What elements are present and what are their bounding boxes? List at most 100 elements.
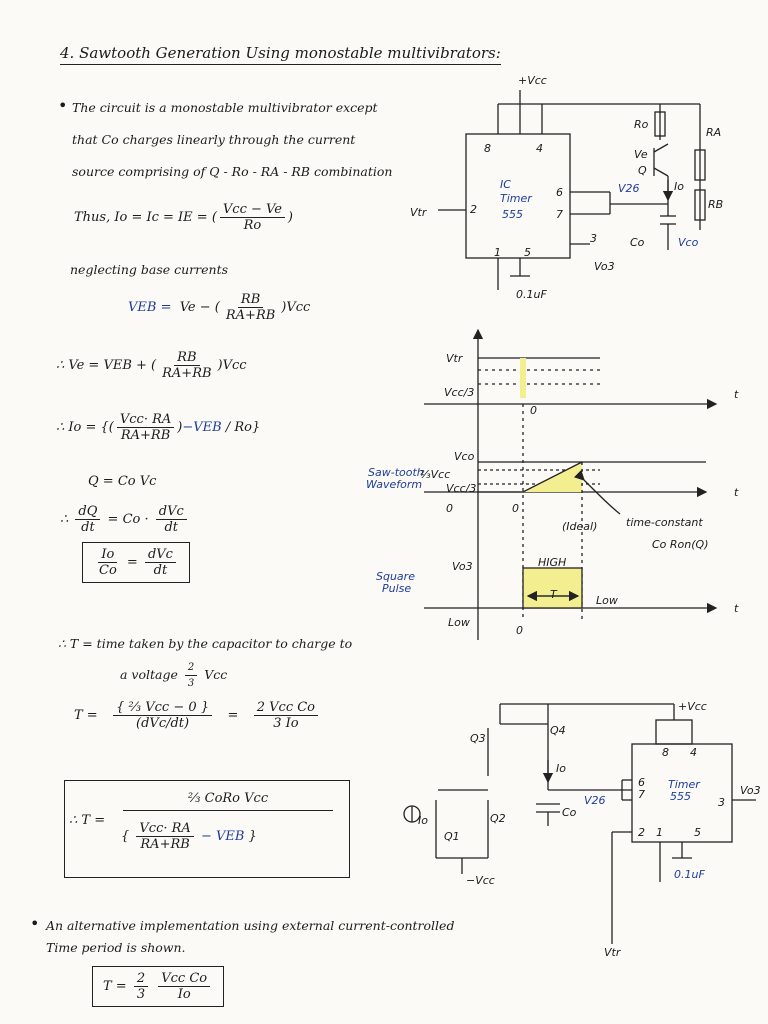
c1-pin5: 5 [524, 246, 531, 259]
resistor-ra [694, 149, 706, 181]
g1-t: t [734, 388, 739, 401]
g2-two-thirds: ⅔Vcc [420, 468, 450, 481]
c1-vtr: Vtr [410, 206, 428, 219]
intro-line-2: that Co charges linearly through the cur… [72, 132, 356, 147]
c1-pin1: 1 [494, 246, 501, 259]
square-pulse [522, 567, 583, 609]
intro-line-3: source comprising of Q - Ro - RA - RB co… [72, 164, 393, 179]
g3-T: T [550, 588, 558, 601]
intro-line-1: The circuit is a monostable multivibrato… [72, 100, 378, 115]
c1-io: Io [674, 180, 684, 193]
g1-vcc3: Vcc/3 [444, 386, 474, 399]
g2-t: t [734, 486, 739, 499]
c2-co: Co [562, 806, 577, 819]
c2-q4: Q4 [550, 724, 566, 737]
c2-pin7: 7 [638, 788, 645, 801]
c1-vco: Vco [678, 236, 699, 249]
c1-cap: 0.1uF [516, 288, 547, 301]
g1-vtr: Vtr [446, 352, 464, 365]
c2-io: Io [556, 762, 566, 775]
c1-vo3: Vo3 [594, 260, 615, 273]
g3-low2: Low [448, 616, 470, 629]
c1-co: Co [630, 236, 645, 249]
graph-sawtooth [424, 461, 708, 620]
c2-pin5: 5 [694, 826, 701, 839]
g3-t: t [734, 602, 739, 615]
g2-vco: Vco [454, 450, 475, 463]
c2-timer-2: 555 [670, 790, 691, 803]
g2-tc-2: Co Ron(Q) [652, 538, 709, 551]
g3-low: Low [596, 594, 618, 607]
c1-ro: Ro [634, 118, 649, 131]
c1-pin6: 6 [556, 186, 563, 199]
resistor-rb [694, 189, 706, 221]
neglect-note: neglecting base currents [70, 262, 229, 277]
alt-line-1: An alternative implementation using exte… [46, 918, 455, 933]
c1-v26: V26 [618, 182, 640, 195]
c2-pin6: 6 [638, 776, 645, 789]
equation-q: Q = Co Vc [88, 474, 157, 489]
g3-vo3: Vo3 [452, 560, 473, 573]
c2-q2: Q2 [490, 812, 506, 825]
c1-pin7: 7 [556, 208, 563, 221]
c2-q3: Q3 [470, 732, 486, 745]
g3-zero: 0 [516, 624, 523, 637]
c2-cap: 0.1uF [674, 868, 705, 881]
c1-rb: RB [708, 198, 723, 211]
c1-pin2: 2 [470, 203, 477, 216]
circuit-current-controlled [403, 703, 756, 944]
g3-high: HIGH [538, 556, 566, 569]
c2-pin4: 4 [690, 746, 697, 759]
g3-sq-2: Pulse [382, 582, 411, 595]
c2-vtr: Vtr [604, 946, 622, 959]
g2-saw-label-2: Waveform [366, 478, 422, 491]
g3-sq-1: Square [376, 570, 415, 583]
period-definition-1: ∴ T = time taken by the capacitor to cha… [58, 636, 353, 651]
c2-q1: Q1 [444, 830, 460, 843]
g2-saw-label-1: Saw-tooth [368, 466, 424, 479]
g2-tc-1: time-constant [626, 516, 703, 529]
circuit-monostable [438, 90, 706, 290]
c2-vcc-neg: −Vcc [466, 874, 495, 887]
c2-pin8: 8 [662, 746, 669, 759]
c1-ve: Ve [634, 148, 648, 161]
g2-vcc3: Vcc/3 [446, 482, 476, 495]
c1-q: Q [638, 164, 647, 177]
g2-zero: 0 [446, 502, 453, 515]
c2-vo3: Vo3 [740, 784, 761, 797]
c2-v26: V26 [584, 794, 606, 807]
c2-pin1: 1 [656, 826, 663, 839]
c2-timer-1: Timer [668, 778, 701, 791]
trigger-pulse [520, 358, 526, 398]
c1-ic-line1: IC [500, 178, 511, 191]
c1-ra: RA [706, 126, 721, 139]
g1-zero: 0 [530, 404, 537, 417]
section-heading: 4. Sawtooth Generation Using monostable … [60, 44, 501, 65]
c1-pin4: 4 [536, 142, 543, 155]
graph-square-pulse [424, 567, 718, 614]
bullet-dot: • [58, 96, 68, 115]
c2-vcc: +Vcc [678, 700, 707, 713]
c1-pin3: 3 [590, 232, 597, 245]
bullet-dot-2: • [30, 914, 40, 933]
g2-zero-b: 0 [512, 502, 519, 515]
resistor-ro [654, 111, 666, 137]
alt-line-2: Time period is shown. [46, 940, 186, 955]
c1-ic-line3: 555 [502, 208, 523, 221]
c2-pin3: 3 [718, 796, 725, 809]
c1-pin8: 8 [484, 142, 491, 155]
ic-555-box [465, 133, 571, 259]
g2-ideal: (Ideal) [562, 520, 597, 533]
c2-io-src: Io [418, 814, 428, 827]
